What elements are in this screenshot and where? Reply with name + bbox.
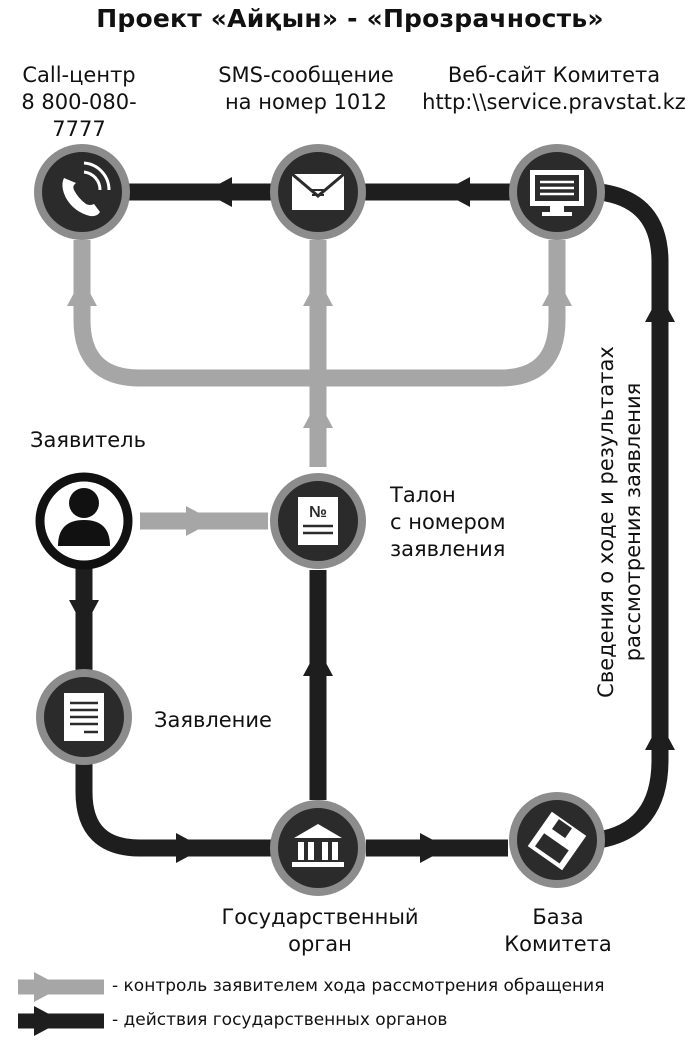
black-flow-lines bbox=[75, 183, 669, 857]
sms-label: SMS-сообщение на номер 1012 bbox=[200, 62, 412, 116]
phone-icon bbox=[62, 161, 111, 217]
gov-body-label-line2: орган bbox=[288, 932, 352, 956]
gov-body-node bbox=[270, 800, 366, 896]
page-title: Проект «Айқын» - «Прозрачность» bbox=[96, 4, 604, 33]
envelope-icon bbox=[291, 172, 345, 210]
call-center-label: Call-центр 8 800-080-7777 bbox=[0, 62, 158, 143]
ticket-label: Талон с номером заявления bbox=[390, 482, 506, 563]
database-label-line1: База bbox=[532, 905, 584, 929]
application-label: Заявление bbox=[154, 708, 272, 732]
legend-gray-text: - контроль заявителем хода рассмотрения … bbox=[112, 976, 605, 996]
database-node bbox=[509, 792, 605, 888]
gray-arrow-to-ticket bbox=[186, 506, 214, 536]
black-arrow-to-gov bbox=[176, 833, 204, 863]
gray-arrow-up-sms bbox=[303, 278, 333, 306]
ticket-label-line3: заявления bbox=[390, 537, 506, 561]
call-center-title: Call-центр bbox=[22, 63, 136, 87]
ticket-label-line2: с номером bbox=[390, 510, 506, 534]
ticket-icon: № bbox=[298, 497, 338, 545]
gov-body-label-line1: Государственный bbox=[221, 905, 419, 929]
call-center-number: 8 800-080-7777 bbox=[21, 90, 137, 141]
gov-body-label: Государственный орган bbox=[206, 904, 434, 958]
legend-black-symbol bbox=[18, 1006, 104, 1036]
ticket-label-line1: Талон bbox=[390, 483, 456, 507]
document-icon bbox=[64, 693, 104, 741]
website-url: http:\\service.pravstat.kz bbox=[422, 90, 686, 114]
applicant-node bbox=[35, 472, 133, 570]
black-arrow-up-right-1 bbox=[645, 294, 675, 322]
black-arrow-down-applicant bbox=[69, 600, 99, 628]
vertical-note: Сведения о ходе и результатах рассмотрен… bbox=[593, 322, 647, 722]
gray-arrow-up-web bbox=[542, 278, 572, 306]
applicant-label: Заявитель bbox=[30, 428, 146, 452]
legend-gray-symbol bbox=[18, 972, 104, 1002]
sms-node bbox=[270, 144, 366, 240]
website-title: Веб-сайт Комитета bbox=[447, 63, 661, 87]
gray-arrow-up-call bbox=[67, 278, 97, 306]
call-center-node bbox=[34, 144, 130, 240]
black-arrow-up-ticket bbox=[303, 648, 333, 676]
government-building-icon bbox=[292, 824, 344, 867]
gray-arrow-up-ticket bbox=[303, 400, 333, 428]
database-label: База Комитета bbox=[470, 904, 646, 958]
application-node bbox=[36, 669, 132, 765]
database-label-line2: Комитета bbox=[504, 932, 612, 956]
website-label: Веб-сайт Комитета http:\\service.pravsta… bbox=[408, 62, 700, 116]
website-node bbox=[509, 144, 605, 240]
black-arrow-to-call bbox=[204, 177, 232, 207]
floppy-disk-icon bbox=[527, 811, 587, 871]
vertical-note-line1: Сведения о ходе и результатах bbox=[594, 346, 618, 698]
monitor-icon bbox=[530, 170, 584, 216]
black-arrow-to-sms bbox=[442, 177, 470, 207]
ticket-node: № bbox=[270, 473, 366, 569]
black-arrow-to-db bbox=[420, 833, 448, 863]
user-icon bbox=[58, 488, 110, 546]
black-flow-arrows bbox=[69, 177, 675, 863]
sms-number: на номер 1012 bbox=[224, 90, 388, 114]
gray-flow-arrows bbox=[67, 278, 572, 536]
sms-title: SMS-сообщение bbox=[218, 63, 394, 87]
legend-black-text: - действия государственных органов bbox=[112, 1010, 448, 1030]
vertical-note-line2: рассмотрения заявления bbox=[621, 382, 645, 662]
number-sign-glyph: № bbox=[309, 504, 327, 521]
black-arrow-up-right-2 bbox=[645, 722, 675, 750]
